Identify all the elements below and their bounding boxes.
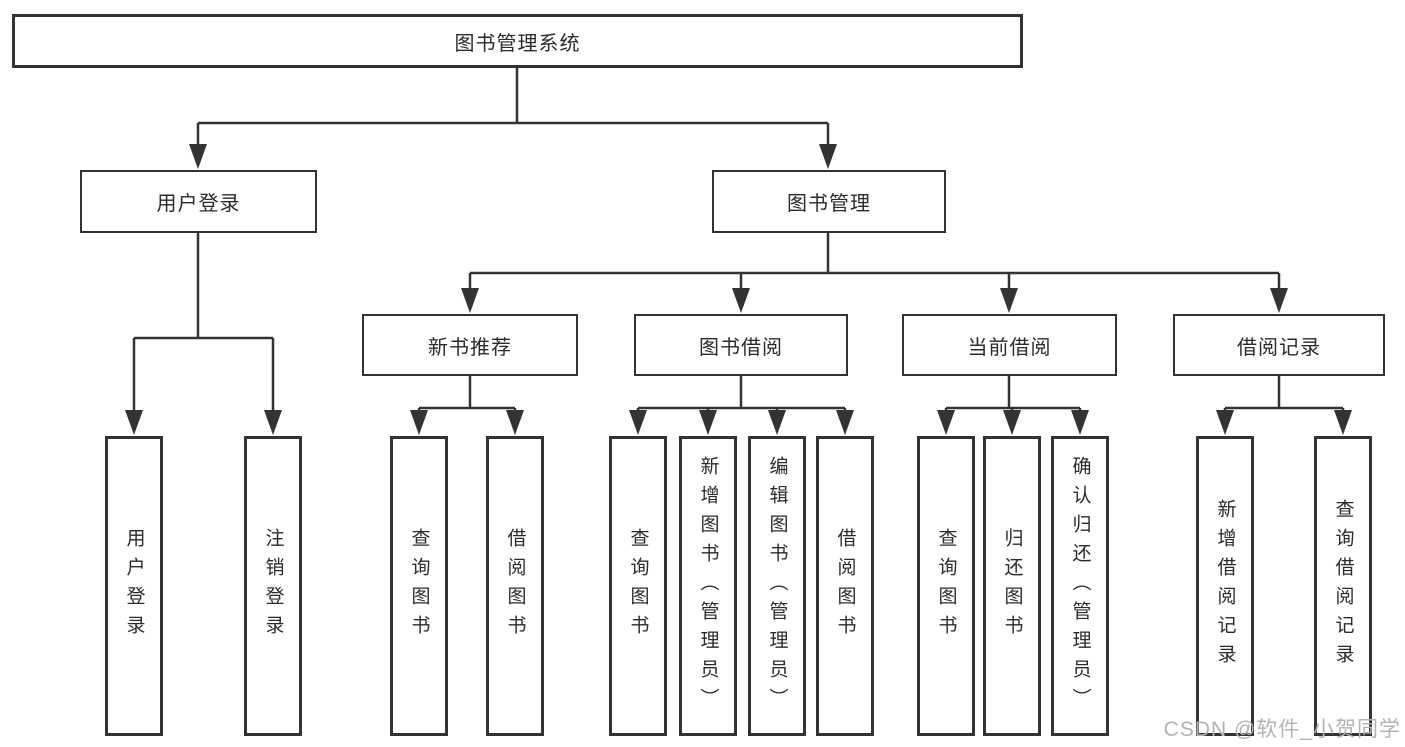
node-book-management: 图书管理	[712, 170, 946, 233]
node-label: 用户登录	[156, 193, 241, 215]
node-label: 图书管理	[787, 193, 871, 215]
node-label: 查询图书	[408, 528, 430, 644]
node-leaf-add-book-admin: 新增图书（管理员）	[679, 436, 737, 736]
node-leaf-query-books-borrow: 查询图书	[609, 436, 667, 736]
node-label: 编辑图书（管理员）	[766, 455, 788, 717]
node-leaf-borrow-books: 借阅图书	[816, 436, 874, 736]
node-leaf-confirm-return-admin: 确认归还（管理员）	[1051, 436, 1109, 736]
node-label: 新书推荐	[428, 336, 512, 359]
node-borrowing-records: 借阅记录	[1173, 314, 1385, 376]
node-label: 借阅图书	[834, 528, 856, 644]
watermark: CSDN @软件_小贺同学	[1163, 718, 1401, 741]
node-label: 图书借阅	[699, 336, 783, 359]
node-label: 确认归还（管理员）	[1069, 455, 1091, 717]
node-label: 查询图书	[627, 528, 649, 644]
node-label: 新增借阅记录	[1214, 499, 1236, 673]
node-label: 查询借阅记录	[1332, 499, 1354, 673]
node-label: 查询图书	[935, 528, 957, 644]
node-leaf-logout: 注销登录	[244, 436, 302, 736]
node-current-borrowing: 当前借阅	[902, 314, 1117, 376]
node-leaf-add-borrow-record: 新增借阅记录	[1196, 436, 1254, 736]
node-library-management-system: 图书管理系统	[12, 14, 1023, 68]
node-label: 借阅记录	[1237, 336, 1321, 359]
node-label: 新增图书（管理员）	[697, 455, 719, 717]
node-leaf-query-books-current: 查询图书	[917, 436, 975, 736]
node-leaf-edit-book-admin: 编辑图书（管理员）	[748, 436, 806, 736]
node-label: 注销登录	[262, 528, 284, 644]
node-new-book-recommend: 新书推荐	[362, 314, 578, 376]
node-user-login: 用户登录	[80, 170, 317, 233]
node-leaf-return-book: 归还图书	[983, 436, 1041, 736]
node-label: 图书管理系统	[454, 32, 581, 55]
node-leaf-query-books-recommend: 查询图书	[390, 436, 448, 736]
node-leaf-query-borrow-record: 查询借阅记录	[1314, 436, 1372, 736]
node-label: 当前借阅	[967, 336, 1052, 359]
node-leaf-borrow-books-recommend: 借阅图书	[486, 436, 544, 736]
node-leaf-user-login: 用户登录	[105, 436, 163, 736]
node-label: 用户登录	[123, 528, 145, 644]
node-label: 归还图书	[1001, 528, 1023, 644]
node-book-borrowing: 图书借阅	[634, 314, 848, 376]
node-label: 借阅图书	[504, 528, 526, 644]
arrow-down-icons	[125, 144, 1352, 435]
